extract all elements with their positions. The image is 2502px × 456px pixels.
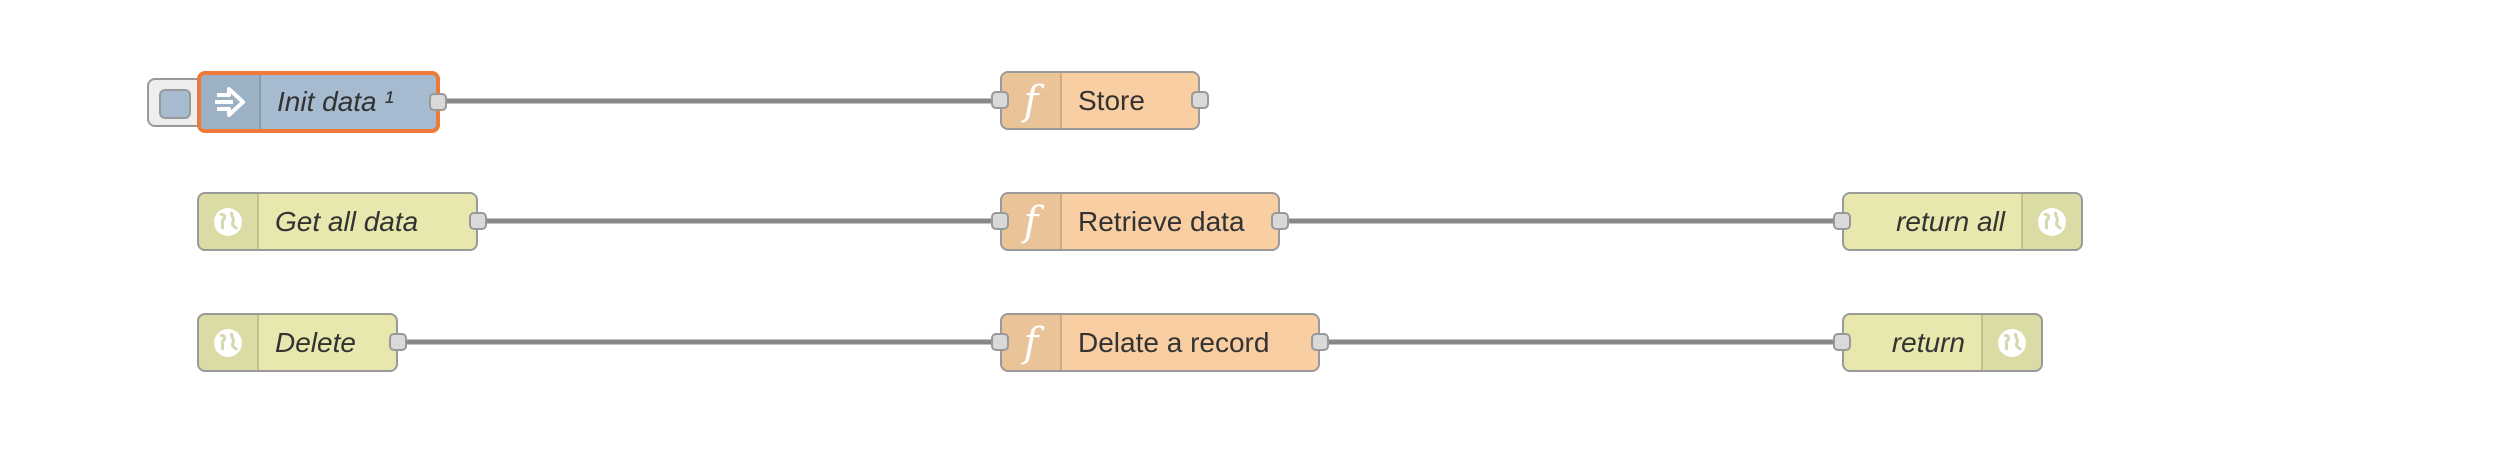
function-icon: f	[1002, 315, 1062, 370]
node-return-all[interactable]: return all	[1833, 192, 2083, 251]
node-delete[interactable]: Delete	[197, 313, 407, 372]
input-port[interactable]	[991, 333, 1009, 351]
output-port[interactable]	[389, 333, 407, 351]
globe-icon	[199, 194, 259, 249]
arrow-in-icon	[201, 75, 261, 129]
node-label: return all	[1896, 205, 2005, 237]
input-port[interactable]	[991, 212, 1009, 230]
output-port[interactable]	[469, 212, 487, 230]
inject-trigger-button[interactable]	[147, 78, 199, 127]
output-port[interactable]	[1311, 333, 1329, 351]
inject-trigger-inner	[159, 89, 191, 119]
globe-icon	[2021, 194, 2081, 249]
node-return[interactable]: return	[1833, 313, 2043, 372]
node-delate-record[interactable]: f Delate a record	[991, 313, 1329, 372]
output-port[interactable]	[1271, 212, 1289, 230]
input-port[interactable]	[991, 91, 1009, 109]
node-store[interactable]: f Store	[991, 71, 1209, 130]
function-icon: f	[1002, 73, 1062, 128]
node-label: Init data ¹	[277, 86, 394, 117]
node-label: return	[1891, 326, 1965, 358]
node-retrieve-data[interactable]: f Retrieve data	[991, 192, 1289, 251]
input-port[interactable]	[1833, 333, 1851, 351]
globe-icon	[1981, 315, 2041, 370]
node-label: Store	[1078, 84, 1145, 116]
output-port[interactable]	[429, 93, 447, 111]
globe-icon	[199, 315, 259, 370]
node-label: Retrieve data	[1078, 205, 1245, 237]
node-label: Delete	[275, 326, 356, 358]
node-label: Get all data	[275, 205, 419, 237]
input-port[interactable]	[1833, 212, 1851, 230]
function-icon: f	[1002, 194, 1062, 249]
node-init-data[interactable]: Init data ¹	[197, 71, 447, 133]
node-get-all-data[interactable]: Get all data	[197, 192, 487, 251]
output-port[interactable]	[1191, 91, 1209, 109]
node-label: Delate a record	[1078, 326, 1270, 358]
